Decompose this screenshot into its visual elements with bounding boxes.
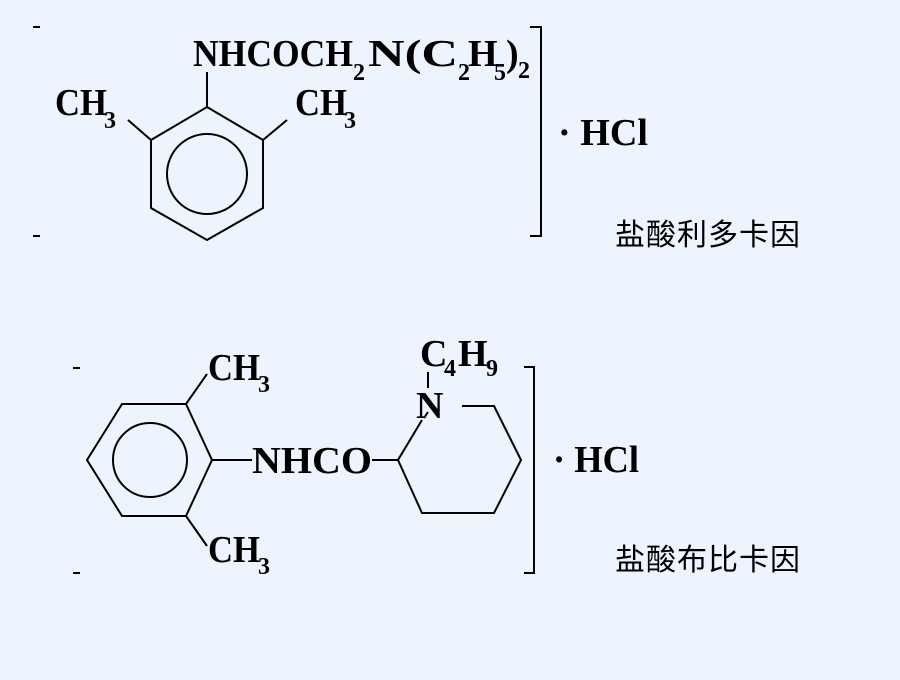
- bupivacaine-ring-n: N: [416, 385, 443, 427]
- bupivacaine-piperidine-ring: [396, 405, 523, 514]
- bupivacaine-top-sub: 3: [258, 372, 270, 398]
- bupivacaine-name-label: 盐酸布比卡因: [615, 543, 801, 578]
- lidocaine-left-substituent: CH: [55, 82, 107, 124]
- lidocaine-bond-right: [262, 119, 288, 141]
- bupivacaine-n-substituent-c: C: [420, 333, 447, 375]
- bupivacaine-bond-top: [185, 373, 208, 405]
- bupivacaine-top-substituent: CH: [208, 347, 260, 389]
- bupivacaine-n-sub1: 4: [444, 356, 456, 382]
- bupivacaine-aromatic-circle: [112, 422, 188, 498]
- bupivacaine-bond-bottom: [185, 515, 208, 547]
- lidocaine-aromatic-circle: [166, 133, 248, 215]
- bupivacaine-linker: NHCO: [252, 440, 372, 482]
- lidocaine-right-substituent: CH: [295, 82, 347, 124]
- bupivacaine-n-ring-bond: [423, 411, 429, 419]
- bupivacaine-salt: · HCl: [553, 439, 639, 481]
- bupivacaine-bottom-sub: 3: [258, 554, 270, 580]
- lidocaine-top-h: H: [468, 33, 498, 75]
- lidocaine-top-group: NHCOCH: [193, 33, 353, 75]
- lidocaine-top-sub4: 2: [518, 58, 530, 84]
- lidocaine-bond-left: [127, 119, 152, 141]
- bupivacaine-n-mid: H: [458, 333, 488, 375]
- lidocaine-left-sub: 3: [104, 108, 116, 134]
- lidocaine-salt: · HCl: [558, 112, 648, 154]
- lidocaine-structure: [33, 26, 542, 242]
- lidocaine-name-label: 盐酸利多卡因: [615, 218, 801, 253]
- lidocaine-right-sub: 3: [344, 108, 356, 134]
- lidocaine-bracket: [530, 26, 542, 237]
- lidocaine-top-sub3: 5: [494, 60, 506, 86]
- lidocaine-top-close: ): [506, 33, 519, 75]
- bupivacaine-n-sub2: 9: [486, 356, 498, 382]
- bupivacaine-bracket: [524, 366, 535, 574]
- lidocaine-top-sub2: 2: [458, 60, 470, 86]
- bupivacaine-benzene-ring: [85, 403, 214, 517]
- bupivacaine-bottom-substituent: CH: [208, 529, 260, 571]
- lidocaine-top-mid: N(C: [368, 33, 458, 75]
- lidocaine-top-sub1: 2: [353, 60, 365, 86]
- bupivacaine-structure: [73, 366, 535, 574]
